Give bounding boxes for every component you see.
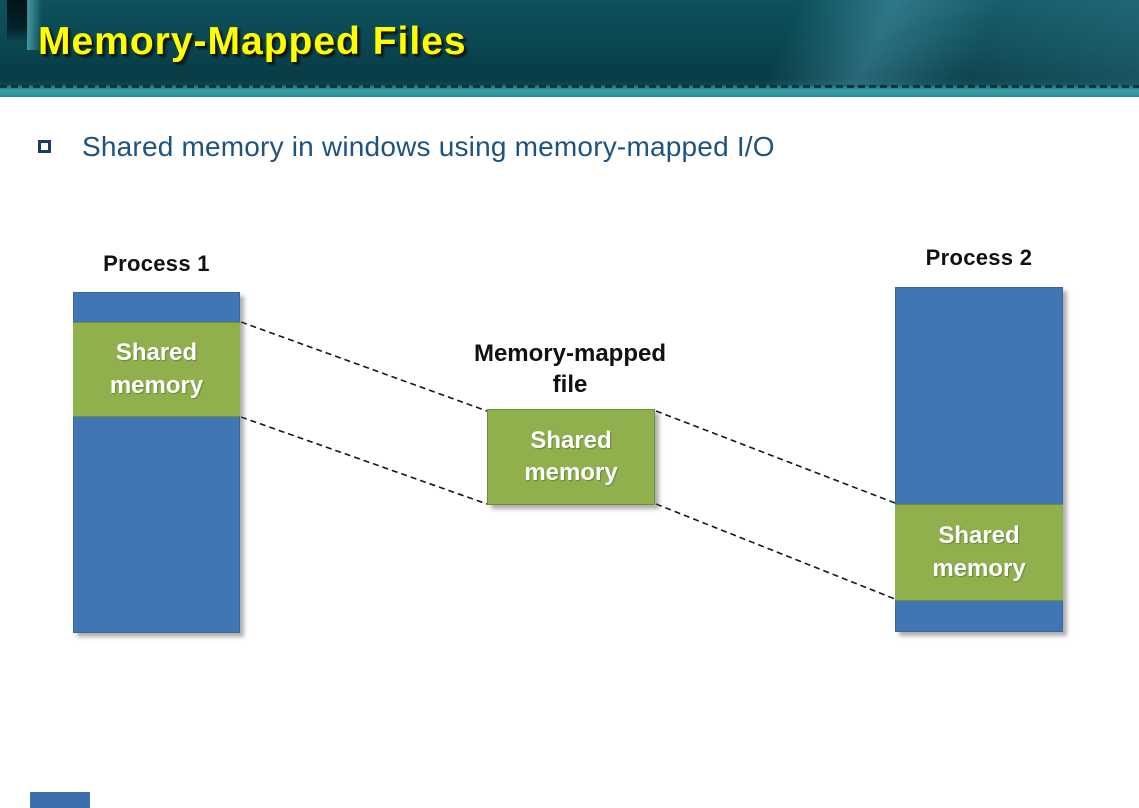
mapped-file-label-line1: Memory-mapped [473,340,667,367]
bullet-square-icon [38,140,51,153]
mapping-line-p1-bottom [240,416,488,505]
process2-shared-label: Shared memory [932,522,1026,582]
header-divider-band [0,85,1139,97]
process2-memory-box: Shared memory [895,287,1063,632]
header-corner-accent [7,0,28,42]
mapping-line-p2-bottom [655,503,896,600]
process2-label: Process 2 [925,245,1033,270]
mapped-file-shared-memory: Shared memory [487,409,655,505]
page-title: Memory-Mapped Files [38,20,467,63]
slide-header: Memory-Mapped Files [0,0,1139,97]
mapped-file-shared-label: Shared memory [524,426,618,486]
process1-shared-memory: Shared memory [73,322,240,417]
process1-label: Process 1 [103,251,210,276]
header-background: Memory-Mapped Files [0,0,1139,85]
bullet-text: Shared memory in windows using memory-ma… [82,131,775,162]
header-corner-glow [27,0,42,50]
process2-shared-memory: Shared memory [895,504,1063,601]
mapping-line-p1-top [240,321,488,412]
process1-memory-box: Shared memory [73,292,240,633]
mapping-line-p2-top [655,410,896,504]
bullet-row: Shared memory in windows using memory-ma… [38,131,775,163]
mapped-file-label: Memory-mapped file [450,338,690,400]
process1-shared-label: Shared memory [109,339,204,399]
mapped-file-label-line2: file [552,371,588,398]
header-divider-dashes [0,85,1139,88]
bottom-left-accent [30,792,90,808]
